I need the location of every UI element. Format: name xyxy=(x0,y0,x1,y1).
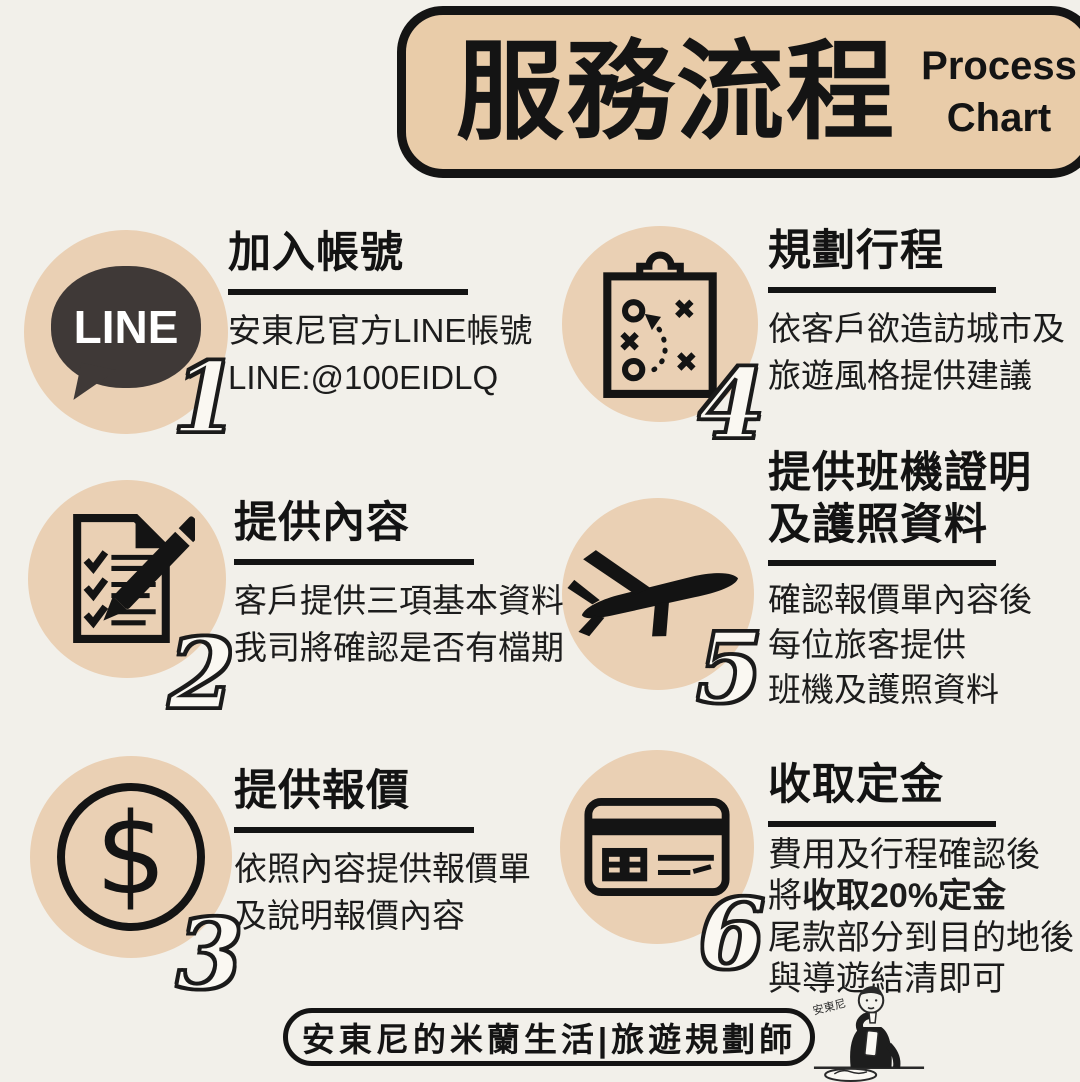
step1-body: 安東尼官方LINE帳號 LINE:@100EIDLQ xyxy=(228,307,532,403)
step6-body-line2: 將收取20%定金 xyxy=(768,876,1074,917)
step4-text: 規劃行程 依客戶欲造訪城市及 旅遊風格提供建議 xyxy=(768,226,1065,400)
step6-text: 收取定金 費用及行程確認後 將收取20%定金 尾款部分到目的地後 與導遊結清即可 xyxy=(768,760,1074,1000)
step1-underline xyxy=(228,288,468,295)
step1-title: 加入帳號 xyxy=(228,229,404,277)
step3-circle: $ xyxy=(30,756,232,958)
step6-body-line1: 費用及行程確認後 xyxy=(768,835,1040,874)
page-subtitle: Process Chart xyxy=(910,40,1080,144)
step5-circle xyxy=(562,498,754,690)
step5-body-line3: 班機及護照資料 xyxy=(768,670,999,708)
step6-body-line4: 與導遊結清即可 xyxy=(768,960,1006,998)
step3-number: 3 xyxy=(174,897,245,1011)
step5-underline xyxy=(768,560,996,567)
line-logo-icon: LINE xyxy=(51,266,201,408)
anthony-mascot-illustration: 安東尼 xyxy=(811,986,925,1082)
step6-body-line2-pre: 將 xyxy=(768,877,802,916)
dollar-icon: $ xyxy=(57,783,205,931)
step5-title-line2: 及護照資料 xyxy=(768,500,988,549)
step4-title: 規劃行程 xyxy=(768,227,944,275)
step6-body-line2-bold: 收取20%定金 xyxy=(802,877,1007,916)
footer-badge: 安東尼的米蘭生活|旅遊規劃師 xyxy=(283,1008,815,1066)
step2-circle xyxy=(28,480,226,678)
step3-text: 提供報價 依照內容提供報價單 及說明報價內容 xyxy=(234,766,531,940)
step1-text: 加入帳號 安東尼官方LINE帳號 LINE:@100EIDLQ xyxy=(228,228,532,402)
step2-title: 提供內容 xyxy=(234,499,410,547)
step3-title: 提供報價 xyxy=(234,767,410,815)
step4-body-line2: 旅遊風格提供建議 xyxy=(768,357,1032,395)
step2-body: 客戶提供三項基本資料 我司將確認是否有檔期 xyxy=(234,577,564,673)
step6-number: 6 xyxy=(696,877,767,991)
step2-number: 2 xyxy=(166,617,237,731)
subtitle-line-1: Process xyxy=(921,44,1077,88)
step1-circle: LINE xyxy=(24,230,228,434)
step2-underline xyxy=(234,558,474,565)
title-box: 服務流程 Process Chart xyxy=(397,6,1080,178)
mascot-scribble-text: 安東尼 xyxy=(811,996,847,1018)
step3-body-line2: 及說明報價內容 xyxy=(234,897,465,935)
credit-card-icon xyxy=(584,797,730,897)
step4-body-line1: 依客戶欲造訪城市及 xyxy=(768,309,1065,347)
line-bubble-tail xyxy=(73,362,117,408)
step1-body-line2: LINE:@100EIDLQ xyxy=(228,359,499,397)
step6-body: 費用及行程確認後 將收取20%定金 尾款部分到目的地後 與導遊結清即可 xyxy=(768,835,1074,1001)
page-title: 服務流程 xyxy=(456,31,897,152)
step5-title-line1: 提供班機證明 xyxy=(768,449,1032,497)
step4-circle xyxy=(562,226,758,422)
step2-body-line2: 我司將確認是否有檔期 xyxy=(234,629,564,667)
step2-text: 提供內容 客戶提供三項基本資料 我司將確認是否有檔期 xyxy=(234,498,564,672)
step4-body: 依客戶欲造訪城市及 旅遊風格提供建議 xyxy=(768,305,1065,401)
step1-number: 1 xyxy=(170,341,241,455)
subtitle-line-2: Chart xyxy=(946,96,1052,140)
step3-body: 依照內容提供報價單 及說明報價內容 xyxy=(234,845,531,941)
step5-body: 確認報價單內容後 每位旅客提供 班機及護照資料 xyxy=(768,578,1032,713)
checklist-pen-icon xyxy=(73,514,195,643)
airplane-icon xyxy=(567,550,739,637)
step1-body-line1: 安東尼官方LINE帳號 xyxy=(228,311,533,349)
step6-underline xyxy=(768,820,996,827)
footer-badge-text: 安東尼的米蘭生活|旅遊規劃師 xyxy=(301,1021,797,1058)
dollar-glyph: $ xyxy=(95,790,167,920)
step5-text: 提供班機證明 及護照資料 確認報價單內容後 每位旅客提供 班機及護照資料 xyxy=(768,448,1032,713)
step3-underline xyxy=(234,826,474,833)
step4-number: 4 xyxy=(696,347,767,461)
step6-circle xyxy=(560,750,754,944)
step3-body-line1: 依照內容提供報價單 xyxy=(234,849,531,887)
step6-title: 收取定金 xyxy=(768,761,944,809)
step5-body-line1: 確認報價單內容後 xyxy=(768,581,1032,619)
step2-body-line1: 客戶提供三項基本資料 xyxy=(234,581,564,619)
step4-underline xyxy=(768,286,996,293)
line-logo-label: LINE xyxy=(73,301,179,353)
strategy-board-icon xyxy=(603,251,717,398)
step5-body-line2: 每位旅客提供 xyxy=(768,626,966,664)
step5-number: 5 xyxy=(694,611,765,725)
step6-body-line3: 尾款部分到目的地後 xyxy=(768,918,1074,957)
